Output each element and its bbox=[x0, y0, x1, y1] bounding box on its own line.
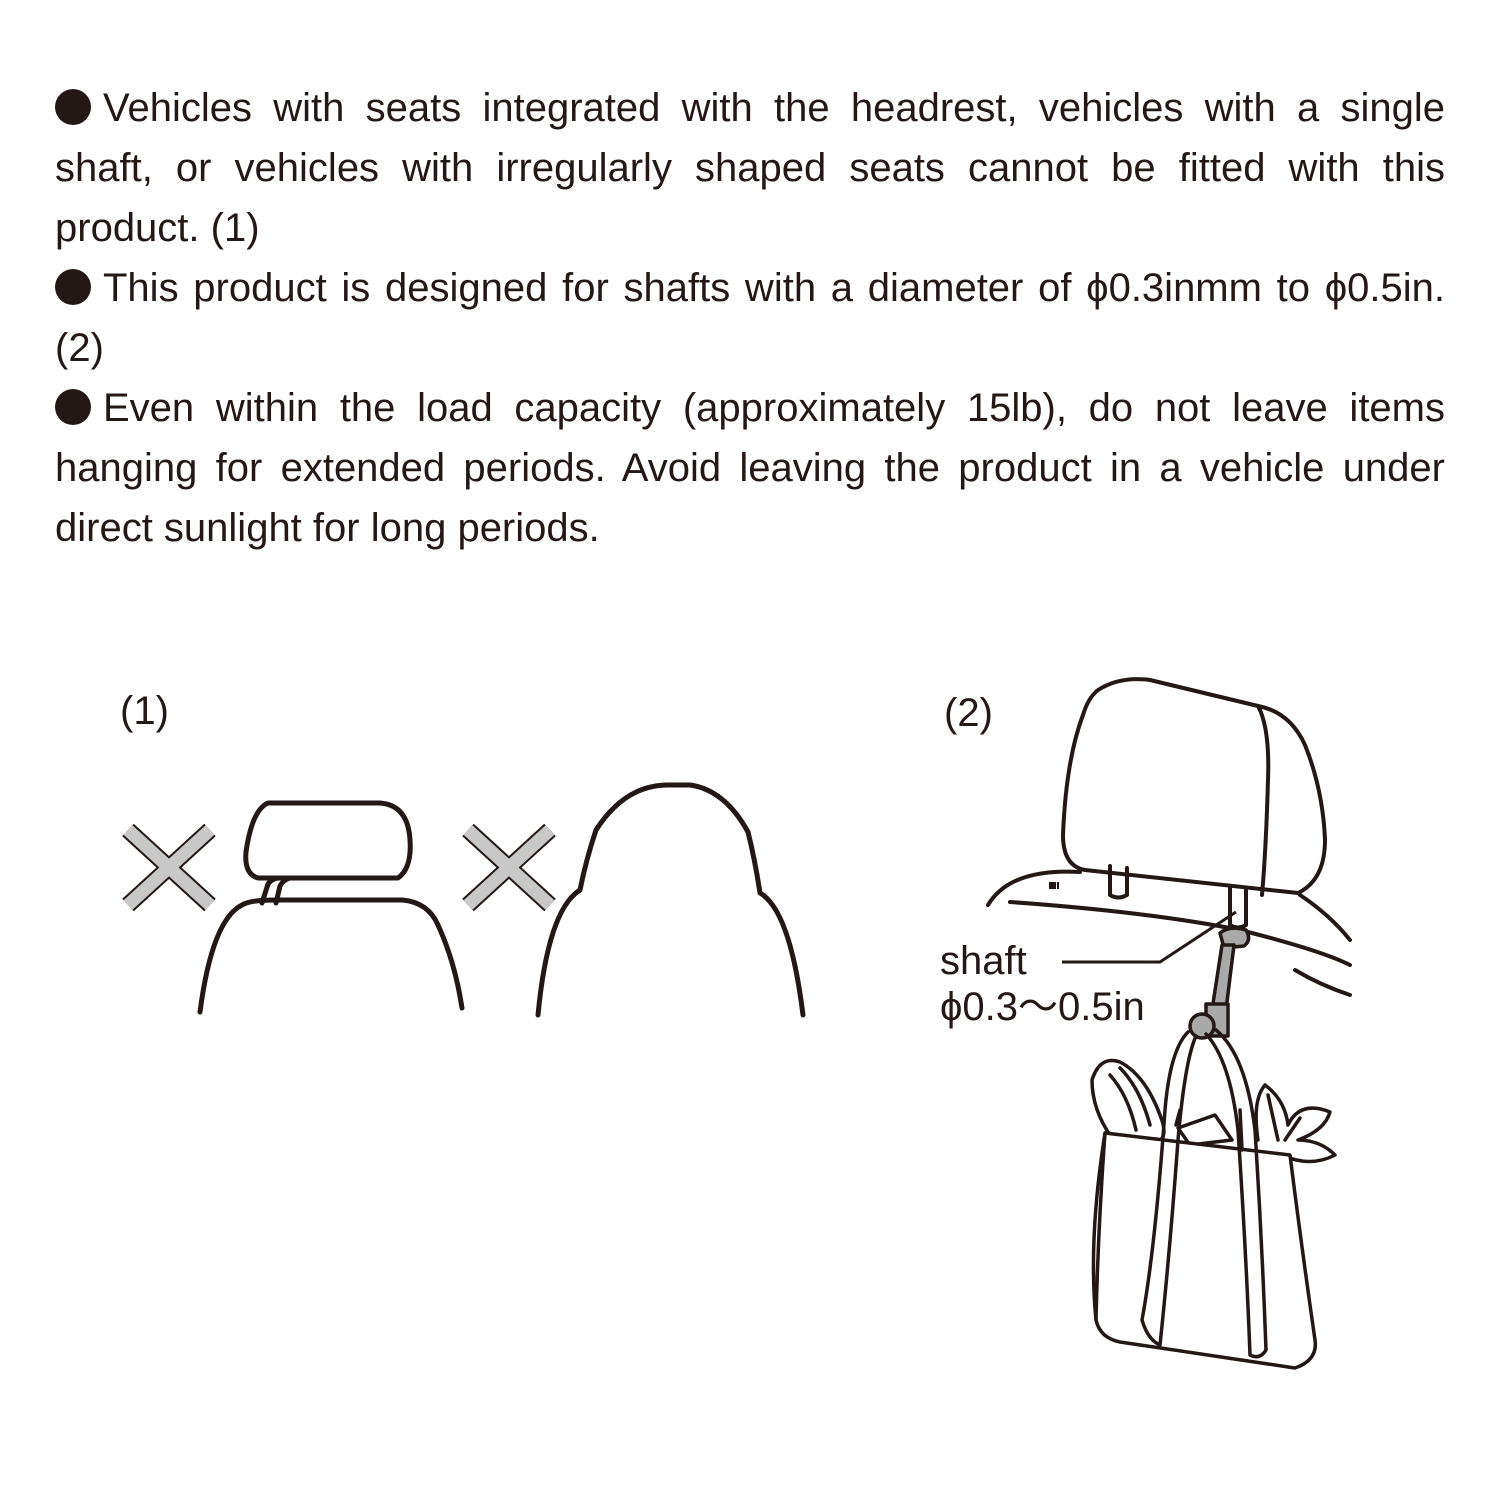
integrated-seat-drawing bbox=[535, 782, 806, 1018]
single-shaft-seat-drawing bbox=[197, 800, 465, 1015]
bullet-icon bbox=[55, 269, 91, 305]
shaft-leader-line bbox=[1062, 910, 1237, 964]
tag-mark-icon bbox=[1049, 882, 1059, 889]
cross-mark-icon bbox=[462, 823, 556, 912]
precaution-notes: Vehicles with seats integrated with the … bbox=[55, 78, 1445, 558]
bullet-icon bbox=[55, 89, 91, 125]
figure-2-label: (2) bbox=[944, 691, 993, 735]
headrest-drawing bbox=[986, 677, 1352, 997]
hook-strap-drawing bbox=[1188, 926, 1251, 1040]
shaft-label: shaft bbox=[940, 939, 1027, 983]
note-2: This product is designed for shafts with… bbox=[55, 258, 1445, 378]
shopping-bag-drawing bbox=[1090, 1028, 1337, 1370]
note-1-text: Vehicles with seats integrated with the … bbox=[55, 86, 1445, 250]
note-3: Even within the load capacity (approxima… bbox=[55, 378, 1445, 558]
figure-1-label: (1) bbox=[120, 689, 169, 733]
bullet-icon bbox=[55, 389, 91, 425]
shaft-size-label: ϕ0.3〜0.5in bbox=[940, 985, 1145, 1029]
note-1: Vehicles with seats integrated with the … bbox=[55, 78, 1445, 258]
note-3-text: Even within the load capacity (approxima… bbox=[55, 386, 1445, 550]
cross-mark-icon bbox=[122, 823, 216, 912]
note-2-text: This product is designed for shafts with… bbox=[55, 266, 1445, 370]
